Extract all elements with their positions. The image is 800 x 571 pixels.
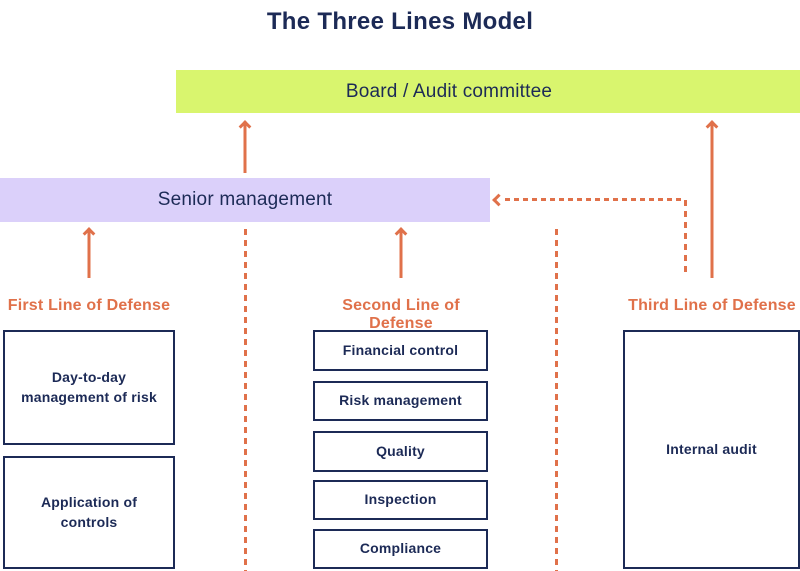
first-line-header: First Line of Defense — [7, 297, 171, 314]
senior-management-label: Senior management — [157, 189, 333, 210]
arrow-senior-to-board-icon — [238, 120, 252, 173]
second-line-header: Second Line of Defense — [342, 297, 460, 332]
arrow-third-line-to-board-icon — [705, 120, 719, 278]
arrowhead-left-icon — [492, 193, 505, 207]
board-audit-committee-box: Board / Audit committee — [176, 70, 800, 113]
box-application-of-controls: Application of controls — [3, 456, 175, 569]
box-compliance: Compliance — [313, 529, 488, 569]
board-audit-committee-label: Board / Audit committee — [345, 80, 553, 102]
arrow-second-line-to-senior-icon — [394, 227, 408, 278]
box-quality: Quality — [313, 431, 488, 472]
diagram-title: The Three Lines Model — [266, 8, 534, 35]
arrow-first-line-to-senior-icon — [82, 227, 96, 278]
senior-management-box: Senior management — [0, 178, 490, 222]
divider-second-third-line — [555, 229, 558, 571]
divider-first-second-line — [244, 229, 247, 571]
arrow-shaft — [87, 231, 91, 278]
arrow-shaft — [243, 124, 247, 173]
arrow-shaft — [399, 231, 403, 278]
third-line-header: Third Line of Defense — [628, 297, 796, 314]
box-inspection: Inspection — [313, 480, 488, 520]
dashed-arrow-third-line-to-senior-icon — [492, 193, 685, 207]
box-day-to-day-management-of-risk: Day-to-day management of risk — [3, 330, 175, 445]
box-financial-control: Financial control — [313, 330, 488, 371]
arrow-shaft — [710, 124, 714, 278]
dashed-elbow-vertical-line — [684, 200, 687, 277]
box-risk-management: Risk management — [313, 381, 488, 421]
box-internal-audit: Internal audit — [623, 330, 800, 569]
dashed-line-horizontal — [505, 198, 685, 201]
